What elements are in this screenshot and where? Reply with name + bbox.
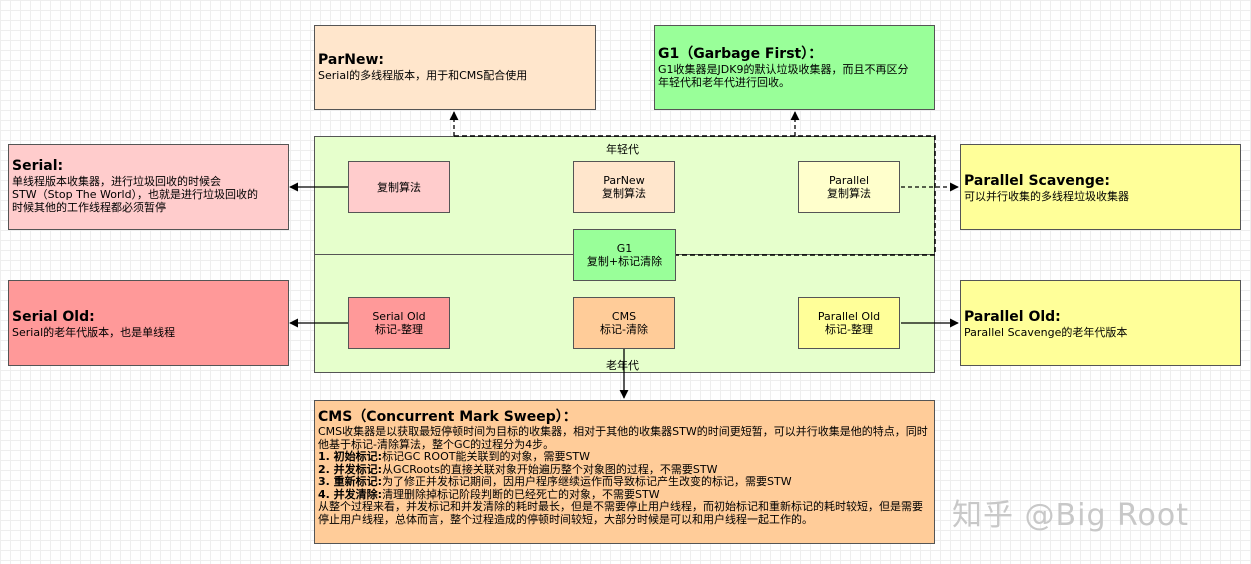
g1-note-title: G1（Garbage First）： xyxy=(658,46,823,62)
cms-box-line2: 标记-清除 xyxy=(600,323,648,336)
parallel-scavenge-note-title: Parallel Scavenge: xyxy=(964,173,1110,189)
parallel-old-box-line1: Parallel Old xyxy=(817,310,881,323)
serial-old-box-line1: Serial Old xyxy=(372,310,426,323)
serial-note: Serial: 单线程版本收集器，进行垃圾回收的时候会 STW（Stop The… xyxy=(8,144,289,230)
cms-step-4: 4. 并发清除:清理删除掉标记阶段判断的已经死亡的对象，不需要STW xyxy=(318,487,931,502)
young-gen-dashed-outline xyxy=(454,135,936,256)
parallel-box-line1: Parallel xyxy=(828,174,870,187)
cms-note: CMS（Concurrent Mark Sweep）： CMS收集器是以获取最短… xyxy=(314,400,935,544)
parnew-note: ParNew: Serial的多线程版本，用于和CMS配合使用 xyxy=(314,25,596,110)
parnew-collector-box: ParNew 复制算法 xyxy=(573,161,675,213)
cms-step-1-text: 标记GC ROOT能关联到的对象，需要STW xyxy=(382,450,591,463)
parnew-box-line2: 复制算法 xyxy=(602,187,646,200)
cms-step-4-text: 清理删除掉标记阶段判断的已经死亡的对象，不需要STW xyxy=(382,487,660,501)
cms-step-2-label: 2. 并发标记: xyxy=(318,462,383,476)
cms-collector-box: CMS 标记-清除 xyxy=(573,297,675,349)
cms-step-3-text: 为了修正并发标记期间，因用户程序继续运作而导致标记产生改变的标记，需要STW xyxy=(382,475,792,488)
parallel-box-line2: 复制算法 xyxy=(827,187,871,200)
young-generation-label: 年轻代 xyxy=(606,143,639,156)
serial-old-note-text: Serial的老年代版本，也是单线程 xyxy=(12,326,176,339)
parnew-note-text: Serial的多线程版本，用于和CMS配合使用 xyxy=(318,69,528,82)
parnew-note-title: ParNew: xyxy=(318,52,384,68)
g1-note: G1（Garbage First）： G1收集器是JDK9的默认垃圾收集器，而且… xyxy=(654,25,935,110)
cms-note-title: CMS（Concurrent Mark Sweep）： xyxy=(318,409,577,425)
parnew-box-line1: ParNew xyxy=(603,174,645,187)
cms-step-1-label: 1. 初始标记: xyxy=(318,450,383,463)
old-generation-label: 老年代 xyxy=(606,359,639,372)
cms-note-summary: 从整个过程来看，并发标记和并发清除的耗时最长，但是不需要停止用户线程，而初始标记… xyxy=(318,500,923,526)
cms-step-2-text: 从GCRoots的直接关联对象开始遍历整个对象图的过程，不需要STW xyxy=(382,462,718,476)
parallel-scavenge-note-text: 可以并行收集的多线程垃圾收集器 xyxy=(964,190,1129,203)
parallel-collector-box: Parallel 复制算法 xyxy=(798,161,900,213)
serial-old-collector-box: Serial Old 标记-整理 xyxy=(348,297,450,349)
cms-step-2: 2. 并发标记:从GCRoots的直接关联对象开始遍历整个对象图的过程，不需要S… xyxy=(318,462,931,477)
cms-step-3-label: 3. 重新标记: xyxy=(318,475,383,488)
cms-note-intro: CMS收集器是以获取最短停顿时间为目标的收集器，相对于其他的收集器STW的时间更… xyxy=(318,425,928,451)
parallel-old-note-title: Parallel Old: xyxy=(964,309,1061,325)
serial-note-text: 单线程版本收集器，进行垃圾回收的时候会 STW（Stop The World），… xyxy=(12,175,259,214)
serial-old-note-title: Serial Old: xyxy=(12,309,95,325)
parallel-old-collector-box: Parallel Old 标记-整理 xyxy=(798,297,900,349)
g1-collector-box: G1 复制+标记清除 xyxy=(573,229,676,281)
cms-box-line1: CMS xyxy=(611,310,637,323)
cms-step-1: 1. 初始标记:标记GC ROOT能关联到的对象，需要STW xyxy=(318,450,931,464)
serial-old-note: Serial Old: Serial的老年代版本，也是单线程 xyxy=(8,280,289,366)
g1-note-text: G1收集器是JDK9的默认垃圾收集器，而且不再区分 年轻代和老年代进行回收。 xyxy=(658,63,909,89)
zhihu-watermark: 知乎 @Big Root xyxy=(952,498,1189,533)
g1-box-line2: 复制+标记清除 xyxy=(586,255,663,268)
parallel-old-note-text: Parallel Scavenge的老年代版本 xyxy=(964,326,1128,339)
serial-note-title: Serial: xyxy=(12,158,64,174)
parallel-old-box-line2: 标记-整理 xyxy=(825,323,873,336)
cms-step-3: 3. 重新标记:为了修正并发标记期间，因用户程序继续运作而导致标记产生改变的标记… xyxy=(318,475,931,489)
parallel-old-note: Parallel Old: Parallel Scavenge的老年代版本 xyxy=(960,280,1241,366)
parallel-scavenge-note: Parallel Scavenge: 可以并行收集的多线程垃圾收集器 xyxy=(960,144,1241,230)
serial-old-box-line2: 标记-整理 xyxy=(375,323,423,336)
serial-collector-box: 复制算法 xyxy=(348,161,450,213)
g1-box-line1: G1 xyxy=(616,242,633,255)
serial-box-line1: 复制算法 xyxy=(377,180,421,194)
cms-step-4-label: 4. 并发清除: xyxy=(318,487,383,501)
